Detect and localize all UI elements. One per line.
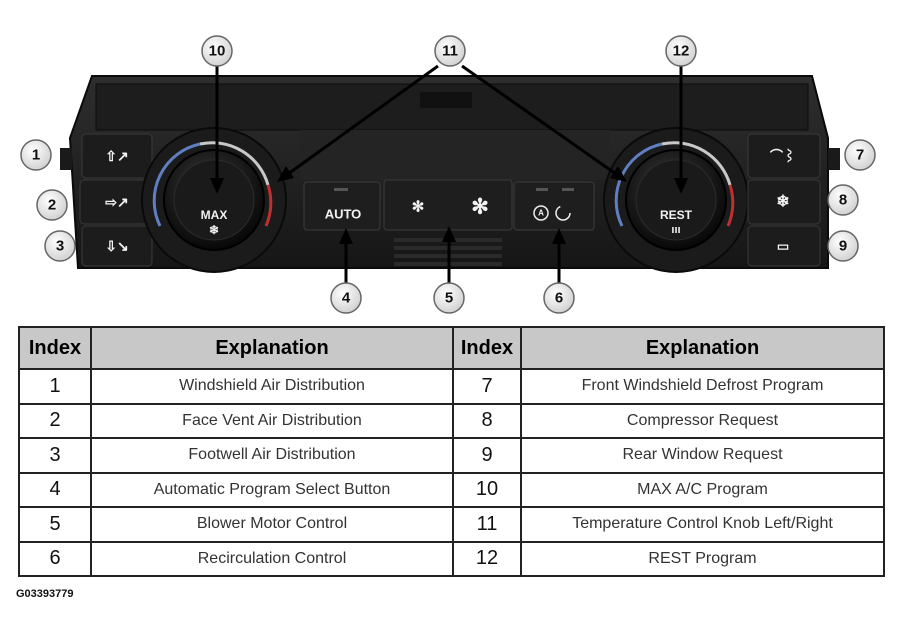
- heat-waves-icon: ııı: [671, 224, 680, 236]
- table-header-row: Index Explanation Index Explanation: [18, 326, 885, 370]
- compressor-snowflake-icon: ❄: [776, 194, 789, 211]
- callout-9: 9: [827, 230, 859, 262]
- callout-2: 2: [36, 189, 68, 221]
- row-explanation-right: Front Windshield Defrost Program: [520, 368, 885, 405]
- table-row: 6 Recirculation Control 12 REST Program: [18, 540, 885, 577]
- fan-low-icon: ✻: [412, 199, 425, 216]
- header-explanation-left: Explanation: [90, 326, 454, 370]
- row-explanation-right: REST Program: [520, 540, 885, 577]
- blower-button-group[interactable]: ✻ ✻: [383, 179, 513, 231]
- svg-text:2: 2: [48, 197, 56, 214]
- svg-text:7: 7: [856, 147, 864, 164]
- snowflake-icon: ❄: [209, 223, 219, 237]
- table-row: 3 Footwell Air Distribution 9 Rear Windo…: [18, 437, 885, 474]
- callout-7: 7: [844, 139, 876, 171]
- svg-text:10: 10: [209, 43, 226, 60]
- front-defrost-icon: ⌒⌇: [769, 149, 796, 164]
- row-index-left: 6: [18, 540, 92, 577]
- callout-1: 1: [20, 139, 52, 171]
- table-row: 1 Windshield Air Distribution 7 Front Wi…: [18, 368, 885, 405]
- row-index-left: 1: [18, 368, 92, 405]
- svg-text:6: 6: [555, 290, 563, 307]
- row-explanation-right: Temperature Control Knob Left/Right: [520, 506, 885, 543]
- svg-text:12: 12: [673, 43, 690, 60]
- callout-8: 8: [827, 184, 859, 216]
- front-defrost-button[interactable]: ⌒⌇: [747, 133, 821, 179]
- rest-knob-label: REST: [660, 208, 693, 222]
- svg-text:3: 3: [56, 238, 64, 255]
- callout-3: 3: [44, 230, 76, 262]
- table-row: 2 Face Vent Air Distribution 8 Compresso…: [18, 402, 885, 439]
- row-explanation-left: Footwell Air Distribution: [90, 437, 454, 474]
- row-index-left: 2: [18, 402, 92, 439]
- svg-text:⇧↗: ⇧↗: [105, 148, 128, 164]
- auto-recirc-icon: [533, 205, 549, 221]
- row-index-right: 12: [452, 540, 522, 577]
- svg-text:11: 11: [442, 43, 458, 60]
- row-explanation-right: MAX A/C Program: [520, 471, 885, 508]
- callout-11: 11: [434, 35, 466, 67]
- row-explanation-left: Recirculation Control: [90, 540, 454, 577]
- windshield-air-button[interactable]: ⇧↗: [81, 133, 153, 179]
- row-explanation-left: Blower Motor Control: [90, 506, 454, 543]
- row-index-left: 4: [18, 471, 92, 508]
- svg-text:8: 8: [839, 192, 847, 209]
- callout-10: 10: [201, 35, 233, 67]
- svg-text:⇨↗: ⇨↗: [105, 194, 128, 210]
- svg-text:9: 9: [839, 238, 847, 255]
- svg-text:⇩↘: ⇩↘: [105, 238, 128, 254]
- recirculation-button[interactable]: A: [513, 181, 595, 231]
- callout-5: 5: [433, 282, 465, 314]
- recirc-icon: [555, 205, 571, 221]
- row-explanation-left: Windshield Air Distribution: [90, 368, 454, 405]
- max-knob-label: MAX: [201, 208, 228, 222]
- table-row: 4 Automatic Program Select Button 10 MAX…: [18, 471, 885, 508]
- right-temperature-knob[interactable]: [603, 127, 749, 273]
- row-index-right: 8: [452, 402, 522, 439]
- fan-high-icon: ✻: [471, 196, 489, 219]
- header-index-right: Index: [452, 326, 522, 370]
- table-row: 5 Blower Motor Control 11 Temperature Co…: [18, 506, 885, 543]
- auto-button[interactable]: [303, 181, 381, 231]
- climate-control-panel-diagram: ⇧↗ ⇨↗ ⇩↘ MAX ❄ AUTO ✻ ✻ A: [20, 35, 876, 314]
- footwell-air-button[interactable]: ⇩↘: [81, 225, 153, 267]
- row-explanation-right: Rear Window Request: [520, 437, 885, 474]
- row-explanation-right: Compressor Request: [520, 402, 885, 439]
- row-index-right: 11: [452, 506, 522, 543]
- svg-text:5: 5: [445, 290, 453, 307]
- row-index-right: 10: [452, 471, 522, 508]
- svg-text:1: 1: [32, 147, 40, 164]
- row-index-right: 9: [452, 437, 522, 474]
- legend-table: Index Explanation Index Explanation 1 Wi…: [18, 326, 885, 577]
- rear-defrost-icon: ▭: [777, 239, 789, 254]
- svg-text:4: 4: [342, 290, 351, 307]
- leader-arrows: [210, 64, 688, 284]
- rear-window-button[interactable]: ▭: [747, 225, 821, 267]
- svg-text:A: A: [538, 209, 544, 218]
- row-index-right: 7: [452, 368, 522, 405]
- auto-button-label: AUTO: [325, 207, 362, 222]
- figure-id: G03393779: [16, 588, 74, 600]
- row-explanation-left: Face Vent Air Distribution: [90, 402, 454, 439]
- callout-12: 12: [665, 35, 697, 67]
- row-explanation-left: Automatic Program Select Button: [90, 471, 454, 508]
- callout-4: 4: [330, 282, 362, 314]
- compressor-button[interactable]: ❄: [747, 179, 821, 225]
- header-index-left: Index: [18, 326, 92, 370]
- row-index-left: 3: [18, 437, 92, 474]
- row-index-left: 5: [18, 506, 92, 543]
- header-explanation-right: Explanation: [520, 326, 885, 370]
- left-temperature-knob[interactable]: [141, 127, 287, 273]
- callout-6: 6: [543, 282, 575, 314]
